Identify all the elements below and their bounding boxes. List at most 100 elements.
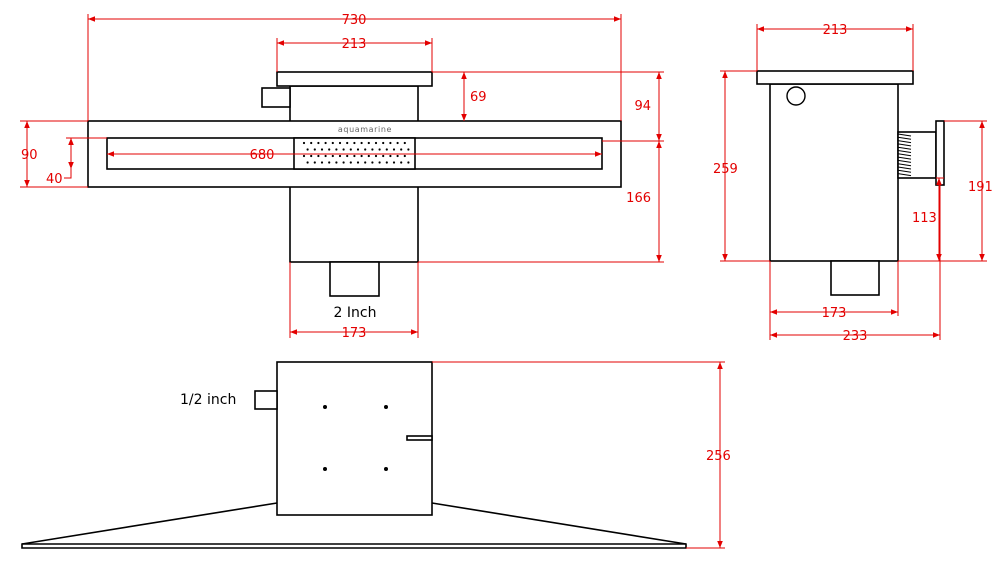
thread-line	[897, 153, 912, 157]
side-body	[769, 83, 899, 262]
perforation-dot	[396, 154, 399, 158]
thread-line	[897, 150, 912, 153]
outlet-pipe	[329, 261, 380, 297]
dim-deck-height: 90	[21, 148, 38, 163]
perforation-dot	[313, 148, 316, 151]
perforation-dot	[389, 141, 392, 145]
dim-overall-width: 730	[342, 13, 367, 28]
thread-line	[897, 133, 912, 137]
perforation-dot	[360, 154, 363, 158]
side-fitting	[261, 87, 291, 108]
thread-line	[897, 169, 912, 173]
perforation-dot	[310, 141, 313, 145]
leader-line	[64, 169, 72, 179]
inlet-fitting	[254, 390, 278, 410]
brand-label: aquamarine	[338, 125, 392, 134]
perforation-dot	[324, 141, 327, 145]
perforation-dot	[392, 148, 396, 151]
perforation-dot	[324, 154, 327, 158]
perforation-dot	[385, 148, 388, 151]
perforation-dot	[407, 148, 410, 151]
hose-flange	[935, 120, 945, 186]
perforation-dot	[342, 148, 345, 151]
thread-coil	[897, 133, 912, 177]
perforation-dot	[349, 161, 352, 164]
perforation-dot	[385, 161, 388, 164]
perforation-dot	[400, 161, 403, 164]
thread-line	[897, 143, 912, 147]
perforation-dot	[353, 141, 356, 145]
perforation-dot	[346, 141, 349, 145]
dim-outlet-height: 191	[968, 180, 993, 195]
inlet-label: 1/2 inch	[180, 392, 236, 408]
perforation-dot	[331, 141, 334, 145]
plan-body	[276, 361, 433, 516]
dim-plan-depth: 256	[706, 449, 731, 464]
perforation-dot	[356, 148, 360, 151]
outlet-label: 2 Inch	[334, 305, 377, 321]
perforation-dot	[328, 161, 331, 164]
perforation-dot	[371, 148, 374, 151]
perforation-dot	[382, 154, 385, 158]
perforation-dot	[338, 141, 342, 145]
perforation-dot	[320, 148, 324, 151]
perforation-dot	[338, 154, 342, 158]
mounting-hole	[323, 467, 327, 471]
perforation-dot	[302, 141, 306, 145]
perforation-dot	[378, 161, 381, 164]
perforation-dot	[403, 141, 406, 145]
dim-outlet-center: 113	[912, 211, 937, 226]
perforation-dot	[335, 161, 338, 164]
thread-line	[897, 156, 912, 160]
thread-line	[897, 146, 912, 150]
perforation-dot	[367, 154, 370, 158]
dim-box-width: 173	[342, 326, 367, 341]
mounting-hole	[384, 405, 388, 409]
perforation-dot	[353, 154, 356, 158]
dim-top-to-deck: 69	[470, 90, 487, 105]
perforation-dot	[367, 141, 370, 145]
perforation-dot	[392, 161, 396, 164]
perforation-dot	[349, 148, 352, 151]
perforation-dot	[371, 161, 374, 164]
perforation-dot	[317, 141, 320, 145]
side-outlet-pipe	[830, 260, 880, 296]
thread-line	[897, 166, 912, 170]
dim-box-top-width: 213	[342, 37, 367, 52]
perforation-dot	[317, 154, 320, 158]
perforation-dot	[306, 148, 309, 151]
dim-slot-to-bottom: 166	[626, 191, 651, 206]
mounting-hole	[384, 467, 388, 471]
perforation-dot	[346, 154, 349, 158]
side-view: 213 259 191 113 173 233	[713, 23, 993, 344]
plan-view: 1/2 inch 256	[21, 361, 731, 549]
perforation-dot	[331, 154, 334, 158]
overflow-tab	[406, 435, 433, 441]
perforation-dot	[378, 148, 381, 151]
dim-overall-depth: 233	[843, 329, 868, 344]
perforation-dot	[360, 141, 363, 145]
perforation-dot	[302, 154, 306, 158]
perforation-dot	[396, 141, 399, 145]
mounting-hole	[323, 405, 327, 409]
top-lid	[276, 71, 433, 87]
thread-line	[897, 159, 912, 163]
thread-line	[897, 140, 912, 144]
perforation-dot	[335, 148, 338, 151]
perforation-dot	[407, 161, 410, 164]
perforation-dot	[374, 154, 378, 158]
dim-slot-height: 40	[46, 172, 63, 187]
perforation-dot	[313, 161, 316, 164]
perforation-dot	[364, 148, 367, 151]
perforation-dot	[306, 161, 309, 164]
dim-top-to-slot: 94	[634, 99, 651, 114]
perforation-dot	[364, 161, 367, 164]
dim-side-top-width: 213	[823, 23, 848, 38]
perforation-dot	[400, 148, 403, 151]
perforation-dot	[320, 161, 324, 164]
perforation-dot	[374, 141, 378, 145]
dim-side-box-width: 173	[822, 306, 847, 321]
perforation-dot	[382, 141, 385, 145]
front-view: aquamarine 2 Inch 730 213 680 69 94 166 …	[20, 13, 664, 341]
